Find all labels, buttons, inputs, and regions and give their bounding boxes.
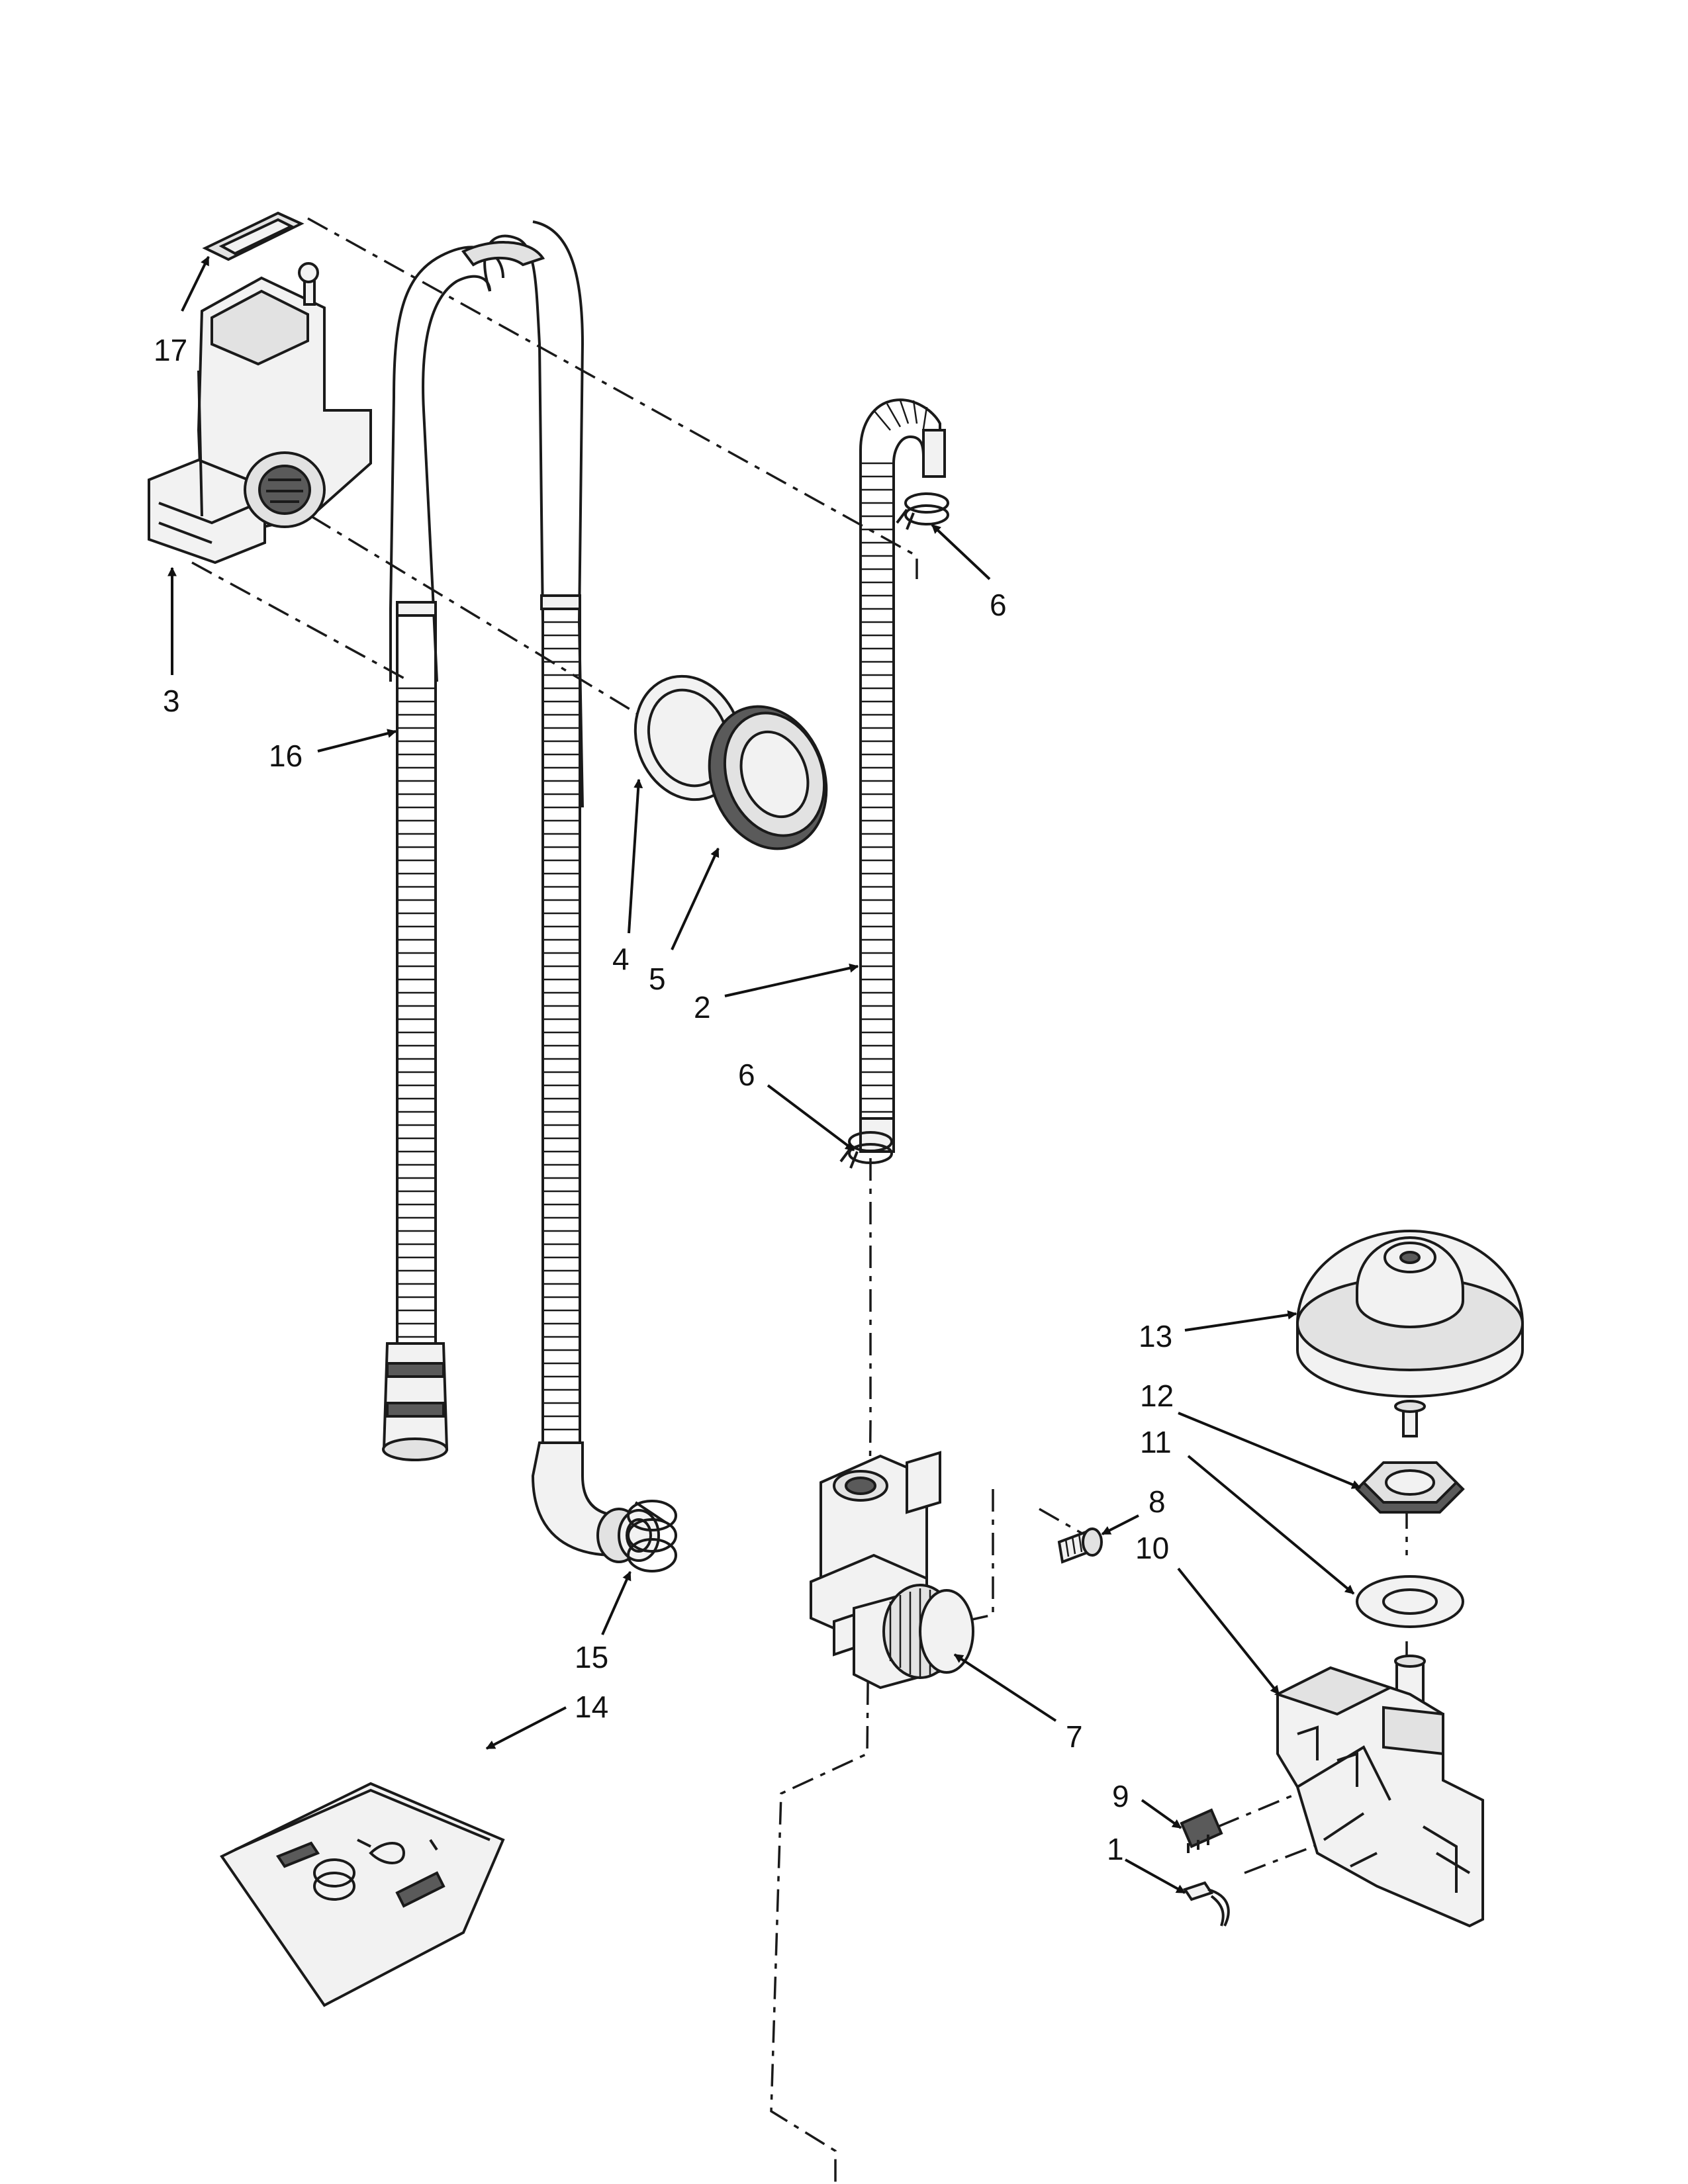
- leader-16: [317, 729, 397, 752]
- leader-8: [1101, 1514, 1139, 1535]
- callout-11: 11: [1140, 1425, 1172, 1459]
- leader-7: [953, 1653, 1057, 1722]
- part-6-hose-clamp-upper: [896, 492, 949, 530]
- leader-12: [1178, 1412, 1362, 1489]
- callout-1: 1: [1107, 1832, 1124, 1866]
- part-13-float: [1296, 1229, 1524, 1437]
- callout-6-upper: 6: [990, 588, 1007, 622]
- leader-lines: [167, 255, 1362, 1894]
- callout-16: 16: [269, 739, 303, 773]
- part-11-float-gasket: [1356, 1575, 1464, 1628]
- callout-13: 13: [1139, 1319, 1172, 1353]
- leader-11: [1187, 1455, 1355, 1595]
- leader-17: [181, 255, 210, 312]
- part-8-screw: [1057, 1527, 1103, 1564]
- part-14-hardware-bag: [220, 1782, 505, 2007]
- leader-6b: [767, 1084, 855, 1152]
- leader-5: [671, 847, 720, 950]
- part-17-vent-lid: [202, 211, 305, 261]
- leader-13: [1184, 1310, 1297, 1332]
- callout-15: 15: [575, 1640, 608, 1674]
- part-7-water-valve: [810, 1451, 974, 1690]
- part-9-microswitch: [1180, 1808, 1223, 1853]
- callout-8: 8: [1149, 1484, 1166, 1519]
- leader-14: [485, 1706, 567, 1750]
- leader-9: [1141, 1799, 1182, 1829]
- callout-labels: 17 3 16 6 4 5 2 6 13 12 11 8 10 15 14 7 …: [154, 333, 1174, 1866]
- leader-2: [724, 963, 859, 997]
- drain-hose-left-corrugation: [397, 687, 436, 1338]
- part-10-float-switch-bracket: [1274, 1655, 1484, 1928]
- callout-2: 2: [694, 990, 711, 1024]
- callout-14: 14: [575, 1690, 608, 1724]
- callout-6-lower: 6: [738, 1058, 755, 1092]
- callout-10: 10: [1135, 1531, 1169, 1565]
- callout-5: 5: [649, 962, 666, 996]
- leader-15: [601, 1570, 632, 1635]
- fill-hose-corrugation: [861, 400, 928, 1113]
- leader-1: [1125, 1858, 1186, 1894]
- leader-4: [628, 778, 643, 934]
- callout-12: 12: [1140, 1379, 1174, 1413]
- leader-6a: [931, 523, 991, 580]
- part-1-wire-terminal: [1182, 1881, 1230, 1927]
- callout-9: 9: [1112, 1779, 1129, 1813]
- callout-17: 17: [154, 333, 187, 367]
- leader-10: [1177, 1567, 1280, 1696]
- callout-3: 3: [163, 684, 180, 718]
- part-15-hose-clamp: [627, 1500, 677, 1572]
- callout-7: 7: [1066, 1719, 1083, 1754]
- drain-hose-right-corrugation: [543, 621, 580, 1431]
- callout-4: 4: [612, 942, 630, 976]
- part-5-nut: [708, 705, 828, 850]
- part-12-float-nut: [1355, 1461, 1465, 1514]
- part-16-drain-hose: [382, 220, 660, 1563]
- part-3-vent-housing: [148, 262, 372, 565]
